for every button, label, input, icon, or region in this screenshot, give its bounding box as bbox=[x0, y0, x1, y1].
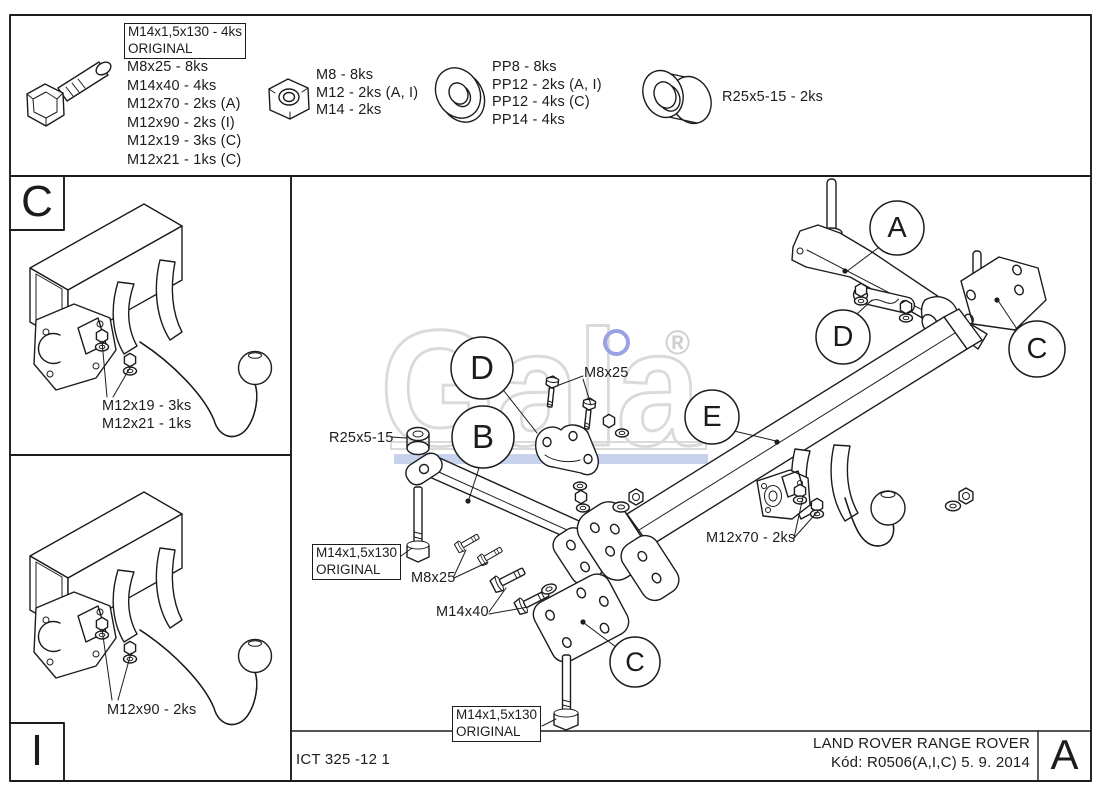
label-m12x70: M12x70 - 2ks bbox=[706, 530, 796, 546]
drawing-code-date: Kód: R0506(A,I,C) 5. 9. 2014 bbox=[830, 754, 1030, 771]
drawing-number: ICT 325 -12 1 bbox=[296, 751, 391, 768]
ball-assembly bbox=[756, 444, 906, 547]
label-spacer: R25x5-15 bbox=[329, 430, 394, 446]
page-border bbox=[9, 14, 1092, 782]
spacer-size-label: R25x5-15 - 2ks bbox=[722, 89, 824, 105]
label-m14x40: M14x40 bbox=[436, 604, 489, 620]
beam-end-plate bbox=[576, 501, 680, 602]
nut-size-list: M8 - 8ks M12 - 2ks (A, I) M14 - 2ks bbox=[316, 67, 419, 118]
m14x40-screws bbox=[488, 563, 557, 617]
registered-trademark-icon: ® bbox=[665, 324, 691, 362]
loose-fasteners bbox=[572, 413, 974, 513]
bottom-plate-c bbox=[532, 573, 630, 663]
pivot-and-spacer bbox=[405, 426, 443, 486]
panel-c-part-label-1: M12x19 - 3ks bbox=[102, 398, 192, 414]
panel-i-letter: I bbox=[30, 726, 44, 775]
callout-a: A bbox=[887, 212, 907, 244]
bolt-size-list: M8x25 - 8ks M14x40 - 4ks M12x70 - 2ks (A… bbox=[127, 59, 242, 168]
washer-icon bbox=[434, 67, 486, 123]
leader-lines bbox=[390, 247, 1018, 727]
callout-circles bbox=[450, 200, 1066, 688]
watermark-blue-dot-icon bbox=[603, 329, 630, 356]
panel-c-letter: C bbox=[21, 177, 53, 226]
vehicle-name: LAND ROVER RANGE ROVER bbox=[813, 735, 1030, 752]
original-bolt-size: M14x1,5x130 - 4ks bbox=[128, 24, 243, 39]
label-original-bottom: M14x1,5x130 ORIGINAL bbox=[452, 706, 542, 742]
panel-i-drawing bbox=[30, 492, 272, 725]
panel-c-drawing bbox=[30, 204, 272, 437]
m8-screws-small bbox=[453, 530, 505, 568]
callout-d-top: D bbox=[832, 321, 854, 353]
panel-i-part-label: M12x90 - 2ks bbox=[107, 702, 197, 718]
long-bolt-left bbox=[406, 486, 430, 563]
crossbeam bbox=[626, 308, 983, 547]
callout-b: B bbox=[471, 418, 494, 455]
callout-c-top: C bbox=[1026, 333, 1048, 365]
middle-bracket-d bbox=[534, 424, 599, 476]
label-m8x25-bottom: M8x25 bbox=[411, 570, 456, 586]
long-bolt-bottom bbox=[553, 654, 579, 731]
original-bolt-box: M14x1,5x130 - 4ks ORIGINAL bbox=[124, 23, 247, 59]
panel-c-part-label-2: M12x21 - 1ks bbox=[102, 416, 192, 432]
bolt-icon bbox=[26, 61, 112, 127]
m8-bolts-top bbox=[543, 374, 597, 431]
washer-size-list: PP8 - 8ks PP12 - 2ks (A, I) PP12 - 4ks (… bbox=[492, 59, 602, 128]
callout-c-bottom: C bbox=[625, 647, 645, 677]
nut-icon bbox=[268, 78, 310, 120]
revision-letter: A bbox=[1050, 731, 1079, 778]
label-m8x25-top: M8x25 bbox=[584, 365, 629, 381]
label-original-left: M14x1,5x130 ORIGINAL bbox=[312, 544, 402, 580]
original-bolt-note: ORIGINAL bbox=[128, 40, 193, 56]
spacer-icon bbox=[642, 69, 712, 125]
callout-e: E bbox=[702, 401, 722, 433]
callout-d-mid: D bbox=[470, 349, 494, 386]
